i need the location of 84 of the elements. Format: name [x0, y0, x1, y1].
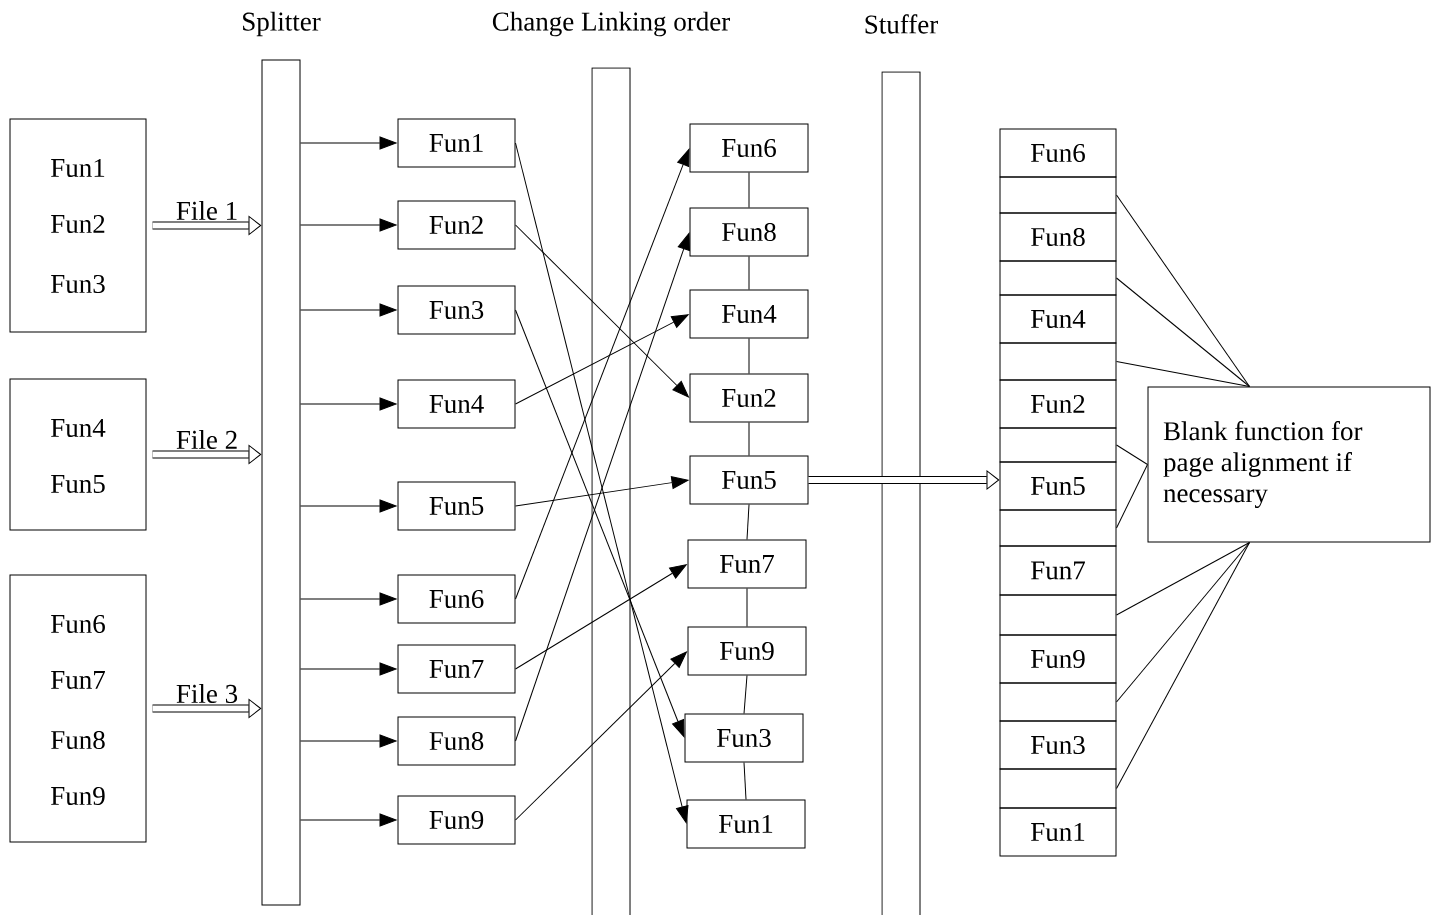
connector-line — [746, 504, 750, 540]
function-box: Fun9 — [687, 626, 807, 676]
function-box: Fun7 — [687, 539, 807, 589]
function-box: Fun7 — [397, 644, 516, 694]
hollow-arrow — [152, 444, 262, 465]
file-box: Fun4 Fun5 — [9, 378, 147, 531]
arrow — [515, 564, 687, 670]
arrow — [300, 592, 397, 606]
connector-line — [748, 256, 750, 290]
function-box: Fun9 — [397, 795, 516, 845]
arrow — [515, 309, 685, 738]
function-box: Fun1 — [686, 799, 806, 849]
stage-bar — [243, 11, 321, 906]
function-box: Fun6 — [397, 574, 516, 624]
function-box: Fun6 — [689, 123, 809, 173]
connector-line — [748, 338, 750, 374]
connector-line — [743, 675, 748, 714]
arrow — [300, 734, 397, 748]
arrow — [300, 813, 397, 827]
hollow-arrow — [808, 470, 1000, 490]
connector-line — [748, 422, 750, 456]
arrow — [515, 142, 689, 824]
function-box: Fun5 — [689, 455, 809, 505]
function-slot: Fun2 — [999, 379, 1117, 429]
arrow — [300, 136, 397, 150]
arrow — [515, 148, 690, 600]
blank-slot — [999, 768, 1117, 809]
blank-slot — [999, 176, 1117, 214]
function-box: Fun2 — [397, 200, 516, 250]
function-box: Fun8 — [397, 716, 516, 766]
blank-slot — [999, 427, 1117, 463]
blank-slot — [999, 594, 1117, 636]
arrow — [515, 232, 690, 742]
hollow-arrow — [152, 698, 262, 719]
arrow — [515, 314, 689, 405]
leader-line — [1116, 542, 1250, 789]
function-slot: Fun9 — [999, 634, 1117, 684]
blank-slot — [999, 509, 1117, 547]
hollow-arrow — [152, 215, 262, 236]
arrow — [515, 476, 689, 507]
function-box: Fun3 — [397, 285, 516, 335]
leader-line — [1116, 542, 1250, 703]
function-box: Fun5 — [397, 481, 516, 531]
arrow — [515, 651, 687, 821]
arrow — [300, 499, 397, 513]
function-box: Fun2 — [689, 373, 809, 423]
connector-line — [743, 762, 747, 800]
function-slot: Fun7 — [999, 545, 1117, 596]
file-box: Fun6 Fun7 Fun8 Fun9 — [9, 574, 147, 843]
function-slot: Fun1 — [999, 807, 1117, 857]
edge-label: File 2 — [174, 429, 240, 450]
blank-slot — [999, 260, 1117, 296]
function-box: Fun4 — [397, 379, 516, 429]
function-box: Fun1 — [397, 118, 516, 168]
arrow — [300, 303, 397, 317]
leader-line — [1116, 542, 1250, 616]
function-box: Fun3 — [684, 713, 804, 763]
function-slot: Fun8 — [999, 212, 1117, 262]
function-box: Fun4 — [689, 289, 809, 339]
leader-line — [1116, 444, 1148, 465]
blank-slot — [999, 682, 1117, 722]
leader-line — [1116, 194, 1250, 387]
function-slot: Fun6 — [999, 128, 1117, 178]
stage-heading: Splitter — [243, 11, 321, 37]
function-slot: Fun3 — [999, 720, 1117, 770]
function-slot: Fun4 — [999, 294, 1117, 344]
stage-heading: Stuffer — [865, 14, 938, 34]
function-slot: Fun5 — [999, 461, 1117, 511]
arrow — [300, 662, 397, 676]
function-box: Fun8 — [689, 207, 809, 257]
arrow — [515, 224, 689, 398]
blank-slot — [999, 342, 1117, 381]
connector-line — [746, 588, 748, 627]
note-box: Blank function for page alignment if necessary — [1147, 386, 1431, 543]
connector-line — [748, 172, 750, 208]
edge-label: File 1 — [174, 200, 240, 221]
arrow — [300, 397, 397, 411]
edge-label: File 3 — [174, 683, 240, 704]
arrow — [300, 218, 397, 232]
stage-heading: Change Linking order — [492, 11, 730, 37]
leader-line — [1116, 464, 1148, 529]
file-box: Fun1 Fun2 Fun3 — [9, 118, 147, 333]
leader-line — [1116, 277, 1250, 387]
leader-line — [1116, 361, 1250, 387]
